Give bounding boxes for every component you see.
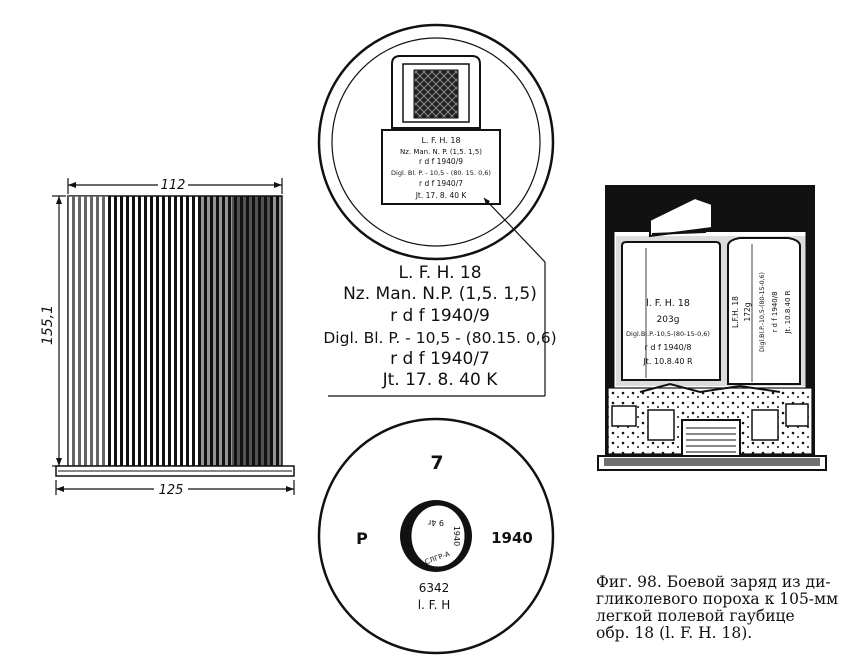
center-mark-a: 9 4r: [427, 518, 444, 527]
bag-left-line-2: 203g: [657, 315, 680, 325]
cartridge-top-view: [317, 23, 555, 261]
center-mark-b: 1940: [452, 526, 461, 546]
top-label-line-1: L. F. H. 18: [421, 136, 460, 145]
callout-line-3: r d f 1940/9: [390, 306, 490, 326]
top-label-line-2: Nz. Man. N. P. (1,5. 1,5): [400, 148, 482, 156]
bag-left-line-3: Digl.Bl.P.-10,5-(80-15-0,6): [626, 330, 710, 338]
height-dimension-label: 155,1: [40, 305, 56, 345]
width-dimension-label: 112: [161, 178, 186, 193]
bag-left-line-1: l. F. H. 18: [646, 298, 690, 309]
bottom-year: 1940: [491, 529, 533, 547]
cartridge-side-view: [52, 178, 295, 495]
caption-line-3: легкой полевой гаубице: [596, 607, 795, 625]
base-dimension-label: 125: [159, 483, 184, 498]
top-label-line-6: Jt. 17. 8. 40 K: [415, 191, 468, 200]
bottom-name: l. F. H: [418, 598, 451, 612]
callout-line-6: Jt. 17. 8. 40 K: [382, 370, 499, 390]
cartridge-bottom-view: [317, 417, 555, 655]
top-label-line-5: r d f 1940/7: [419, 179, 463, 188]
figure-caption: Фиг. 98. Боевой заряд из ди- гликолевого…: [596, 574, 846, 642]
caption-line-4: обр. 18 (l. F. H. 18).: [596, 624, 753, 642]
bag-right-line-5: Jt. 10.8.40 R: [784, 290, 792, 334]
bag-right-line-2: 172g: [743, 302, 752, 321]
bag-right-line-3: Digl.Bl.P.-10,5-(80-15-0,6): [759, 272, 766, 352]
caption-line-1: Фиг. 98. Боевой заряд из ди-: [596, 573, 831, 591]
top-label-line-3: r d f 1940/9: [419, 157, 463, 166]
bag-left-line-4: r d f 1940/8: [645, 343, 692, 352]
callout-line-2: Nz. Man. N.P. (1,5. 1,5): [343, 284, 537, 304]
cartridge-section-view: [597, 185, 827, 471]
bag-right-line-1: L.F.H. 18: [731, 296, 740, 328]
callout-line-5: r d f 1940/7: [390, 349, 490, 369]
bag-left-line-5: Jt. 10.8.40 R: [642, 357, 693, 366]
bottom-number-7: 7: [430, 452, 443, 474]
bag-right-line-4: r d f 1940/8: [771, 291, 779, 332]
bottom-serial: 6342: [419, 581, 450, 595]
top-label-line-4: Digl. Bl. P. - 10,5 - (80. 15. 0,6): [391, 169, 491, 177]
callout-line-4: Digl. Bl. P. - 10,5 - (80.15. 0,6): [323, 329, 556, 347]
caption-line-2: гликолевого пороха к 105-мм: [596, 590, 839, 608]
callout-line-1: L. F. H. 18: [398, 263, 481, 283]
callout-leader: [328, 197, 546, 397]
bottom-letter-p: P: [356, 529, 368, 548]
